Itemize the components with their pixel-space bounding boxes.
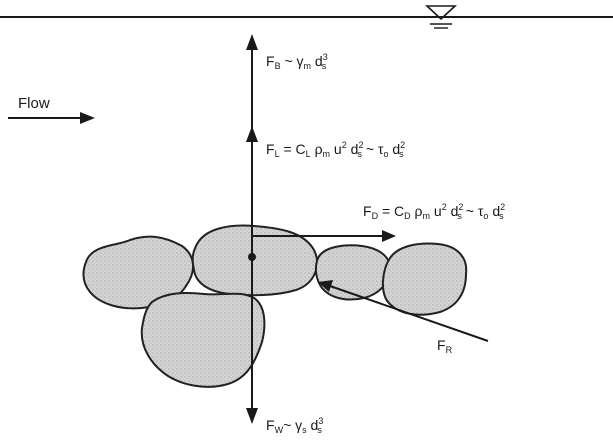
flow-label: Flow bbox=[18, 95, 50, 112]
center-point bbox=[248, 253, 256, 261]
drag-force-label: FD = CD ρm u2 d2s ~ τo d2s bbox=[363, 202, 506, 221]
drag-force-arrow bbox=[252, 230, 396, 242]
resultant-force-label: FR bbox=[437, 337, 453, 355]
vertical-force-axis bbox=[246, 34, 258, 424]
stone-right-middle bbox=[314, 244, 392, 301]
stone-left bbox=[82, 235, 194, 310]
lift-force-label: FL = CL ρm u2 d2s ~ τo d2s bbox=[266, 140, 406, 159]
stone-center bbox=[191, 224, 319, 297]
stone-bottom bbox=[140, 292, 266, 388]
buoyancy-force-label: FB ~ γm d3s bbox=[266, 52, 328, 71]
resultant-force-arrow bbox=[318, 280, 489, 342]
water-surface-triangle-icon bbox=[424, 5, 458, 29]
flow-arrow bbox=[8, 112, 95, 124]
stone-far-right bbox=[382, 242, 468, 316]
weight-force-label: FW~ γs d3s bbox=[266, 416, 324, 435]
